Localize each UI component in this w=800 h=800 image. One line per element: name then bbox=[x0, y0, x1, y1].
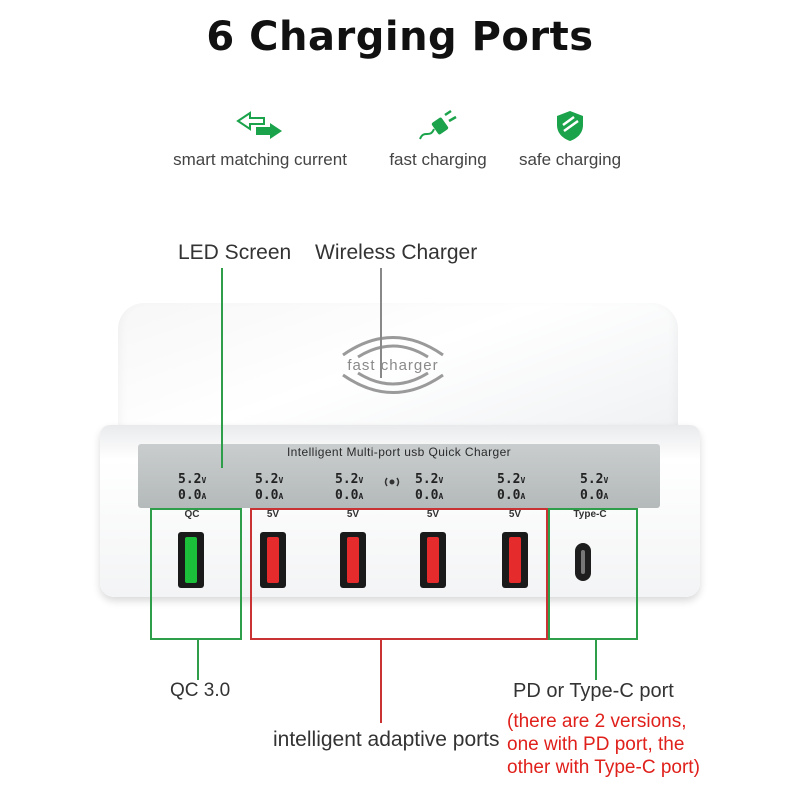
usb-port-5v[interactable] bbox=[502, 532, 528, 588]
wireless-logo-text: fast charger bbox=[347, 357, 439, 374]
page-title: 6 Charging Ports bbox=[206, 14, 594, 60]
led-screen-leader-line bbox=[221, 268, 223, 468]
shield-icon bbox=[470, 108, 670, 144]
pd-type-c-label: PD or Type-C port bbox=[513, 680, 674, 702]
wireless-leader-line bbox=[380, 268, 382, 378]
port-label-5v: 5V bbox=[346, 509, 360, 520]
qc-highlight-box bbox=[150, 508, 242, 640]
feature-label: fast charging bbox=[389, 150, 487, 169]
feature-smart-matching: smart matching current bbox=[160, 108, 360, 170]
wireless-waves-icon bbox=[318, 325, 468, 405]
adaptive-leader-line bbox=[380, 638, 382, 723]
version-note: (there are 2 versions, one with PD port,… bbox=[507, 710, 700, 779]
led-screen-label: LED Screen bbox=[178, 241, 292, 264]
arrows-exchange-icon bbox=[160, 108, 360, 144]
led-screen-panel bbox=[138, 444, 660, 508]
port-label-5v: 5V bbox=[266, 509, 280, 520]
qc-leader-line bbox=[197, 638, 199, 680]
type-c-highlight-box bbox=[548, 508, 638, 640]
port-label-type-c: Type-C bbox=[573, 509, 607, 520]
feature-safe-charging: safe charging bbox=[470, 108, 670, 170]
lcd-readout: 5.2V 0.0A bbox=[580, 472, 609, 503]
panel-title: Intelligent Multi-port usb Quick Charger bbox=[286, 445, 512, 459]
charger-top-surface bbox=[118, 303, 678, 448]
version-note-line: one with PD port, the bbox=[507, 734, 685, 755]
plug-icon bbox=[338, 108, 538, 144]
usb-port-5v[interactable] bbox=[260, 532, 286, 588]
port-label-5v: 5V bbox=[426, 509, 440, 520]
lcd-readout: 5.2V 0.0A bbox=[335, 472, 364, 503]
port-label-qc: QC bbox=[184, 509, 200, 520]
version-note-line: other with Type-C port) bbox=[507, 757, 700, 778]
type-c-leader-line bbox=[595, 638, 597, 680]
lcd-readout: 5.2V 0.0A bbox=[255, 472, 284, 503]
feature-fast-charging: fast charging bbox=[338, 108, 538, 170]
lcd-readout: 5.2V 0.0A bbox=[178, 472, 207, 503]
usb-port-5v[interactable] bbox=[420, 532, 446, 588]
usb-port-5v[interactable] bbox=[340, 532, 366, 588]
type-c-port[interactable] bbox=[575, 543, 591, 581]
port-label-5v: 5V bbox=[508, 509, 522, 520]
wireless-status-icon bbox=[384, 474, 400, 495]
usb-port-qc[interactable] bbox=[178, 532, 204, 588]
feature-label: smart matching current bbox=[173, 150, 347, 169]
lcd-readout: 5.2V 0.0A bbox=[415, 472, 444, 503]
lcd-readout: 5.2V 0.0A bbox=[497, 472, 526, 503]
version-note-line: (there are 2 versions, bbox=[507, 711, 687, 732]
wireless-charger-label: Wireless Charger bbox=[315, 241, 478, 264]
feature-label: safe charging bbox=[518, 150, 622, 169]
adaptive-highlight-box bbox=[250, 508, 548, 640]
qc-label: QC 3.0 bbox=[170, 680, 231, 701]
adaptive-ports-label: intelligent adaptive ports bbox=[273, 728, 500, 751]
